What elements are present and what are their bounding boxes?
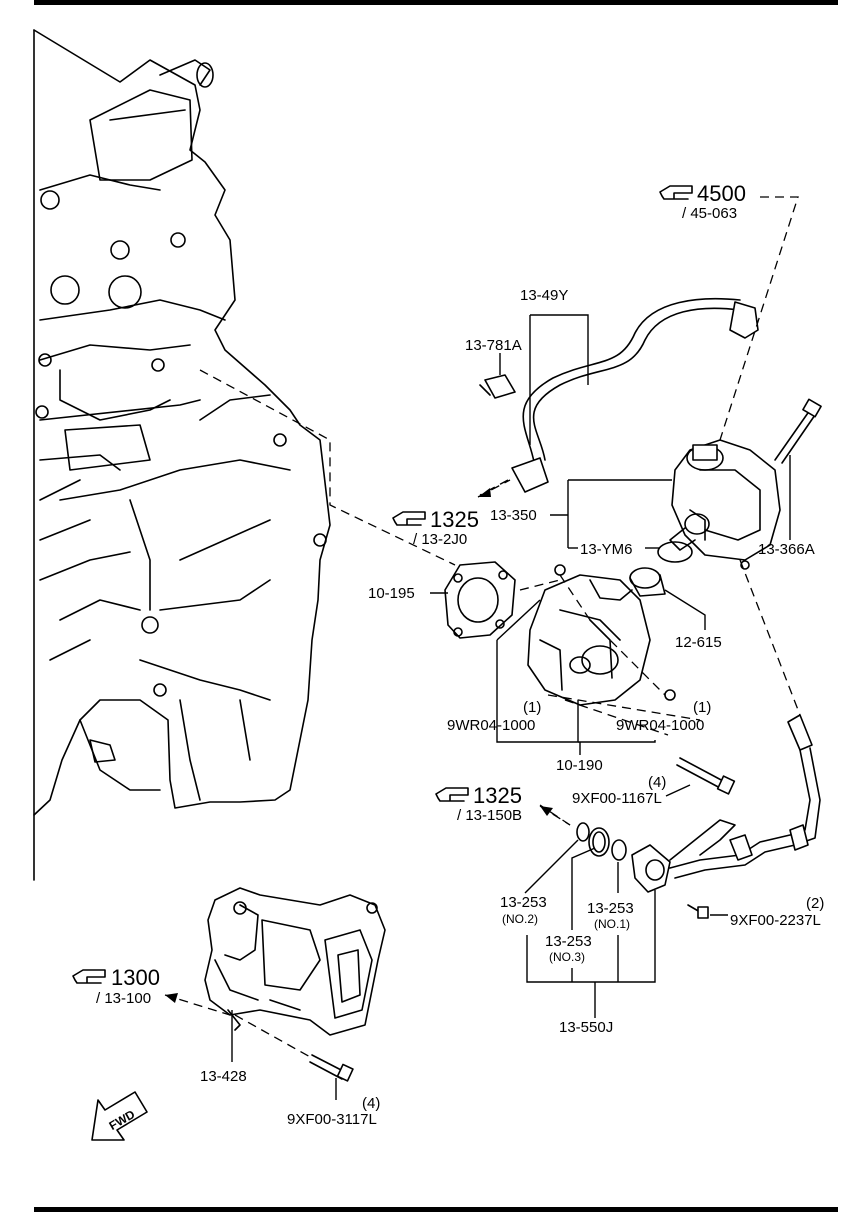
label-13-253-no3-sub: (NO.3): [549, 950, 585, 964]
fwd-arrow-icon: FWD: [91, 1091, 148, 1141]
reference-1300: 1300 / 13-100: [72, 965, 160, 1007]
label-13-253-no2-sub: (NO.2): [502, 912, 538, 926]
label-13-253-no2: 13-253: [500, 894, 547, 911]
adapter-10-190-drawing: [527, 564, 676, 706]
top-border-bar: [34, 0, 838, 5]
pointing-hand-icon: [659, 185, 693, 200]
label-13-YM6: 13-YM6: [580, 541, 633, 558]
fuel-hose-13-49Y-drawing: [479, 297, 759, 493]
reference-1325-a: 1325 / 13-2J0: [392, 507, 479, 548]
arrow-head: [165, 993, 178, 1003]
pointing-hand-icon: [72, 969, 106, 984]
label-9WR04-1000-right: 9WR04-1000: [616, 717, 704, 734]
ref-1300-main: 1300: [111, 965, 160, 990]
reference-4500: 4500 / 45-063: [659, 181, 746, 222]
label-9XF00-2237L: 9XF00-2237L: [730, 912, 821, 929]
label-9XF00-1167L-qty: (4): [648, 774, 666, 791]
label-13-350: 13-350: [490, 507, 537, 524]
label-10-190: 10-190: [556, 757, 603, 774]
ref-4500-sub: / 45-063: [682, 205, 737, 222]
pointing-hand-icon: [435, 787, 469, 802]
label-9WR04-1000-right-qty: (1): [693, 699, 711, 716]
arrow-head: [540, 806, 553, 816]
label-13-550J: 13-550J: [559, 1019, 613, 1036]
label-9XF00-3117L-qty: (4): [362, 1095, 380, 1112]
ref-1325b-main: 1325: [473, 783, 522, 808]
label-13-253-no1: 13-253: [587, 900, 634, 917]
ref-1300-sub: / 13-100: [96, 990, 151, 1007]
label-13-366A: 13-366A: [758, 541, 815, 558]
bracket-13-428-drawing: [204, 887, 386, 1036]
leader-lines: [231, 314, 791, 1100]
fuel-pump-13-350-drawing: [657, 398, 822, 570]
label-13-49Y: 13-49Y: [520, 287, 568, 304]
label-9XF00-2237L-qty: (2): [806, 895, 824, 912]
label-12-615: 12-615: [675, 634, 722, 651]
pointing-hand-icon: [392, 511, 426, 526]
part-labels: 13-49Y 13-781A 13-350 13-YM6 13-366A 10-…: [200, 287, 824, 1128]
label-9WR04-1000-left: 9WR04-1000: [447, 717, 535, 734]
engine-block-drawing: [33, 29, 331, 881]
ref-4500-main: 4500: [697, 181, 746, 206]
arrow-head: [478, 488, 491, 497]
bottom-border-bar: [34, 1207, 838, 1212]
bolt-9XF00-3117L-drawing: [309, 1054, 354, 1082]
reference-1325-b: 1325 / 13-150B: [435, 783, 522, 824]
label-13-781A: 13-781A: [465, 337, 522, 354]
label-9WR04-1000-left-qty: (1): [523, 699, 541, 716]
bolt-9XF00-1167L-drawing: [676, 757, 736, 795]
ref-1325a-main: 1325: [430, 507, 479, 532]
ref-1325a-sub: / 13-2J0: [413, 531, 467, 548]
fuel-pipe-13-550J-drawing: [576, 714, 821, 919]
label-13-253-no3: 13-253: [545, 933, 592, 950]
label-13-253-no1-sub: (NO.1): [594, 917, 630, 931]
label-9XF00-3117L: 9XF00-3117L: [287, 1111, 377, 1128]
label-13-428: 13-428: [200, 1068, 247, 1085]
gasket-10-195-drawing: [444, 561, 516, 639]
ref-1325b-sub: / 13-150B: [457, 807, 522, 824]
label-10-195: 10-195: [368, 585, 415, 602]
label-9XF00-1167L: 9XF00-1167L: [572, 790, 662, 807]
reference-arrows: [164, 479, 571, 1016]
